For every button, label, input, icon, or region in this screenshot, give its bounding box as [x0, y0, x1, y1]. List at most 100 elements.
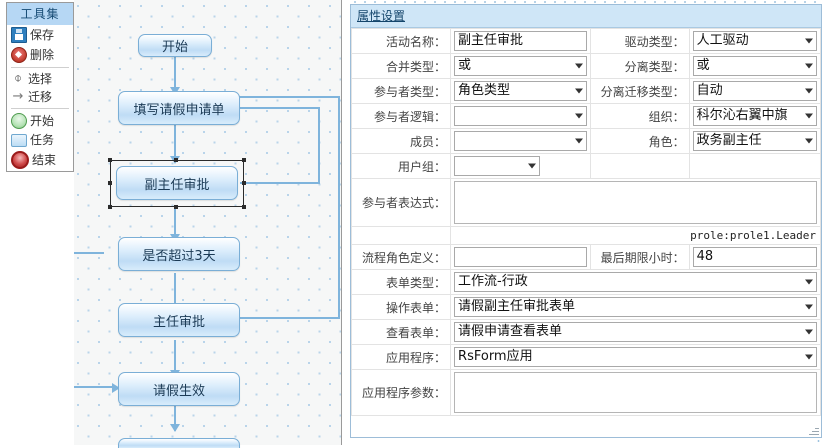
toolbox-item-task[interactable]: 任务 — [7, 131, 73, 149]
field-participant-expression — [450, 178, 821, 227]
field-application-params — [450, 369, 821, 416]
resize-handle-sw[interactable] — [108, 205, 112, 209]
toolbox-item-start[interactable]: 开始 — [7, 111, 73, 131]
selection-frame — [108, 158, 246, 209]
connector-effective-left-h — [74, 386, 116, 388]
organization-select[interactable]: 科尔沁右翼中旗 — [692, 106, 817, 126]
chevron-down-icon — [574, 88, 583, 94]
flow-node-start[interactable]: 开始 — [138, 34, 212, 57]
toolbox-title: 工具集 — [7, 3, 73, 25]
resize-handle-se[interactable] — [242, 205, 246, 209]
toolbox-item-transition[interactable]: → 迁移 — [7, 88, 73, 106]
property-row-application-params: 应用程序参数： — [350, 369, 821, 416]
chevron-down-icon — [574, 113, 583, 119]
label-member: 成员： — [350, 128, 452, 154]
drive-type-select[interactable]: 人工驱动 — [692, 31, 817, 51]
flow-node-over-3-days[interactable]: 是否超过3天 — [118, 237, 240, 271]
field-merge-type: 或 — [450, 53, 591, 79]
resize-handle-ne[interactable] — [242, 158, 246, 162]
merge-type-select[interactable]: 或 — [454, 56, 587, 76]
toolbox-divider-2 — [11, 108, 69, 109]
resize-handle-e[interactable] — [242, 181, 246, 185]
member-select[interactable] — [454, 131, 587, 151]
field-organization: 科尔沁右翼中旗 — [688, 103, 822, 129]
spacer-cell-3 — [350, 226, 452, 245]
resize-handle-n[interactable] — [174, 158, 178, 162]
connector-deputy-to-over3days — [174, 207, 176, 237]
flow-node-leave-effective[interactable]: 请假生效 — [118, 372, 240, 406]
property-panel-title: 属性设置 — [351, 5, 821, 28]
application-select[interactable]: RsForm应用 — [454, 347, 817, 367]
label-drive-type: 驱动类型： — [589, 28, 690, 54]
field-split-transition-type: 自动 — [688, 78, 822, 104]
label-application: 应用程序： — [350, 344, 452, 370]
activity-name-input[interactable]: 副主任审批 — [454, 31, 587, 51]
property-row-participant-expression: 参与者表达式： — [350, 178, 821, 227]
flow-node-fill-leave-form[interactable]: 填写请假申请单 — [118, 91, 240, 125]
field-member — [450, 128, 591, 154]
field-form-type: 工作流-行政 — [450, 269, 821, 295]
view-form-select[interactable]: 请假申请查看表单 — [454, 322, 817, 342]
flow-node-label: 是否超过3天 — [142, 248, 216, 264]
chevron-down-icon — [805, 138, 813, 144]
toolbox-item-save[interactable]: 保存 — [7, 25, 73, 45]
chevron-down-icon — [805, 38, 813, 44]
flow-node-deputy-director-approval[interactable]: 副主任审批 — [116, 166, 238, 200]
process-role-def-input[interactable] — [454, 247, 587, 267]
chevron-down-icon — [805, 88, 813, 94]
split-type-select[interactable]: 或 — [692, 56, 817, 76]
panel-resize-grip[interactable] — [809, 425, 819, 435]
property-row-application: 应用程序： RsForm应用 — [350, 344, 821, 370]
label-role: 角色： — [589, 128, 690, 154]
task-rect-icon — [11, 134, 27, 147]
user-group-select[interactable] — [454, 156, 541, 176]
deadline-hours-input[interactable]: 48 — [692, 247, 817, 267]
toolbox-item-delete[interactable]: 删除 — [7, 45, 73, 65]
role-value: 政务副主任 — [696, 133, 762, 148]
connector-director-to-effective — [174, 340, 176, 372]
role-select[interactable]: 政务副主任 — [692, 131, 817, 151]
chevron-down-icon — [574, 63, 583, 69]
operation-form-select[interactable]: 请假副主任审批表单 — [454, 297, 817, 317]
connector-director-reject-v — [338, 97, 340, 319]
flow-node-label: 主任审批 — [152, 314, 205, 330]
drive-type-value: 人工驱动 — [696, 33, 749, 48]
split-type-value: 或 — [696, 58, 710, 73]
chevron-down-icon — [805, 354, 813, 360]
toolbox-item-label: 迁移 — [28, 90, 53, 104]
connector-deputy-reject-v — [318, 108, 320, 184]
label-activity-name: 活动名称： — [350, 28, 452, 54]
delete-icon — [11, 47, 27, 63]
field-application: RsForm应用 — [450, 344, 821, 370]
flowchart-canvas[interactable]: 开始 填写请假申请单 副主任审批 是否超过3天 主任审批 请假生效 — [74, 0, 342, 448]
field-split-type: 或 — [688, 53, 822, 79]
participant-expression-textarea[interactable] — [454, 181, 817, 224]
participant-logic-select[interactable] — [454, 106, 587, 126]
chevron-down-icon — [805, 113, 813, 119]
connector-fill-to-deputy — [174, 124, 176, 158]
label-view-form: 查看表单： — [350, 319, 452, 345]
resize-handle-s[interactable] — [174, 205, 178, 209]
toolbox-item-end[interactable]: 结束 — [7, 149, 73, 171]
participant-type-select[interactable]: 角色类型 — [454, 81, 587, 101]
cursor-select-icon: ⌽ — [14, 71, 22, 86]
participant-type-value: 角色类型 — [458, 83, 511, 98]
resize-handle-w[interactable] — [108, 181, 112, 185]
split-transition-type-select[interactable]: 自动 — [692, 81, 817, 101]
label-split-type: 分离类型： — [589, 53, 690, 79]
resize-handle-nw[interactable] — [108, 158, 112, 162]
application-params-textarea[interactable] — [454, 372, 817, 413]
spacer-cell-2 — [688, 153, 822, 179]
flow-node-director-approval[interactable]: 主任审批 — [118, 303, 240, 337]
form-type-select[interactable]: 工作流-行政 — [454, 272, 817, 292]
property-row-user-group: 用户组： — [350, 153, 822, 179]
form-type-value: 工作流-行政 — [458, 274, 528, 289]
flow-node-next-partial[interactable] — [118, 438, 240, 448]
connector-deputy-reject-h1 — [240, 182, 320, 184]
toolbox-divider-1 — [11, 67, 69, 68]
property-row-participant-logic: 参与者逻辑： 组织： 科尔沁右翼中旗 — [350, 103, 822, 129]
toolbox-item-select[interactable]: ⌽ 选择 — [7, 70, 73, 88]
save-icon — [11, 27, 27, 43]
label-form-type: 表单类型： — [350, 269, 452, 295]
